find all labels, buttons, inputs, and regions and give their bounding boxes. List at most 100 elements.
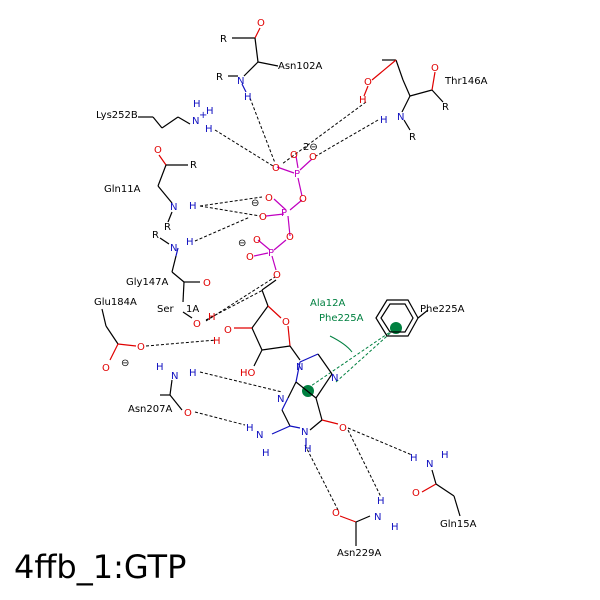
atom-o: O — [309, 152, 317, 163]
hbond-asn229-b — [347, 429, 382, 498]
atom-o: O — [332, 508, 340, 519]
atom-o: O — [412, 488, 420, 499]
hbond-asn207-o — [194, 411, 246, 426]
atom-h: H — [213, 336, 221, 347]
atom-h: H — [186, 237, 194, 248]
residue-label-asn229: Asn229A — [337, 548, 381, 559]
atom-h: H — [189, 201, 197, 212]
atom-minus: ⊖ — [251, 198, 259, 209]
atom-ho: HO — [240, 368, 256, 379]
atom-o: O — [102, 363, 110, 374]
atom-o: O — [184, 408, 192, 419]
atom-minus: ⊖ — [121, 358, 129, 369]
atom-h: H — [391, 522, 399, 533]
atom-p: P — [294, 169, 300, 180]
pi-line-ring — [307, 327, 397, 389]
atom-minus: ⊖ — [238, 238, 246, 249]
atom-h: H — [380, 115, 388, 126]
atom-r: R — [164, 222, 171, 233]
ligand-phosphates: O O O 2⊖ P O O ⊖ P O O ⊖ O P O O — [238, 142, 318, 281]
residue-lys252: Lys252B N + H H H — [96, 99, 214, 135]
residue-asn229: O N H H Asn229A — [332, 496, 399, 559]
atom-r: R — [190, 160, 197, 171]
atom-r: R — [442, 102, 449, 113]
residue-label-asn102: Asn102A — [278, 61, 322, 72]
pi-arc — [329, 335, 353, 353]
atom-nh3: N — [192, 116, 199, 127]
atom-o: O — [431, 63, 439, 74]
atom-h: H — [208, 312, 216, 323]
residue-phe225: Phe225A — [375, 299, 465, 337]
atom-plus: + — [199, 110, 207, 121]
atom-o: O — [246, 252, 254, 263]
residue-asn102: R O N R H Asn102A — [216, 18, 322, 103]
residue-thr146: O O H N H R R Thr146A — [359, 59, 488, 143]
residue-label-phe225-ring: Phe225A — [420, 304, 465, 315]
atom-h: H — [244, 92, 252, 103]
hbond-asn102-o — [249, 97, 276, 164]
atom-r: R — [220, 34, 227, 45]
atom-o: O — [299, 194, 307, 205]
atom-o: O — [137, 342, 145, 353]
hbond-lys252 — [214, 129, 274, 167]
residue-label-asn207: Asn207A — [128, 404, 172, 415]
hbond-ser-b — [205, 276, 276, 322]
hbond-asn229-a — [304, 444, 339, 511]
atom-h: H — [441, 450, 449, 461]
atom-r: R — [152, 230, 159, 241]
atom-o: O — [257, 18, 265, 29]
atom-r: R — [409, 132, 416, 143]
hbond-glu184 — [145, 339, 217, 347]
atom-n: N — [331, 373, 338, 384]
atom-o: O — [259, 212, 267, 223]
atom-o: O — [273, 270, 281, 281]
atom-h: H — [377, 496, 385, 507]
atom-n: N — [170, 243, 177, 254]
residue-label-glu184: Glu184A — [94, 297, 137, 308]
atom-p: P — [281, 208, 287, 219]
atom-o: O — [203, 278, 211, 289]
atom-o: O — [265, 193, 273, 204]
atom-n: N — [170, 202, 177, 213]
atom-n: N — [374, 512, 381, 523]
ligand-guanine: N N N N H N H H O — [246, 353, 347, 459]
atom-h: H — [410, 453, 418, 464]
pi-line-phe225 — [335, 327, 397, 383]
atom-h: H — [193, 99, 201, 110]
atom-o: O — [272, 163, 280, 174]
hbond-gly147 — [194, 216, 251, 242]
atom-h: H — [359, 95, 367, 106]
atom-o: O — [286, 232, 294, 243]
residue-label-lys252: Lys252B — [96, 110, 138, 121]
atom-h: H — [304, 444, 312, 455]
residue-gly147: R N H O Gly147A — [126, 230, 211, 303]
residue-label-gln15: Gln15A — [440, 519, 477, 530]
atom-n: N — [397, 112, 404, 123]
atom-o: O — [224, 325, 232, 336]
hydrogen-bonds — [145, 97, 413, 511]
hbond-thr146-oh — [281, 101, 367, 165]
residue-glu184: Glu184A O O ⊖ — [94, 297, 145, 374]
hbond-asn207-n — [199, 371, 283, 393]
atom-n: N — [277, 394, 284, 405]
atom-h: H — [156, 362, 164, 373]
atom-h: H — [205, 124, 213, 135]
residue-label-gln11: Gln11A — [104, 184, 141, 195]
atom-o: O — [282, 317, 290, 328]
atom-h: H — [262, 448, 270, 459]
atom-p: P — [268, 248, 274, 259]
hbond-gln11-a — [199, 196, 263, 207]
atom-r: R — [216, 72, 223, 83]
residue-label-gly147: Gly147A — [126, 277, 169, 288]
pi-label-ala12: Ala12A — [310, 298, 345, 309]
atom-charge-2minus: 2⊖ — [303, 142, 318, 153]
atom-h: H — [206, 106, 214, 117]
hbond-thr146-nh — [315, 119, 379, 157]
atom-n: N — [426, 459, 433, 470]
residue-gln15: H N H O Gln15A — [410, 450, 477, 530]
pi-centroid-phe — [390, 322, 402, 334]
atom-n: N — [171, 371, 178, 382]
atom-o: O — [339, 423, 347, 434]
atom-n: N — [296, 362, 303, 373]
